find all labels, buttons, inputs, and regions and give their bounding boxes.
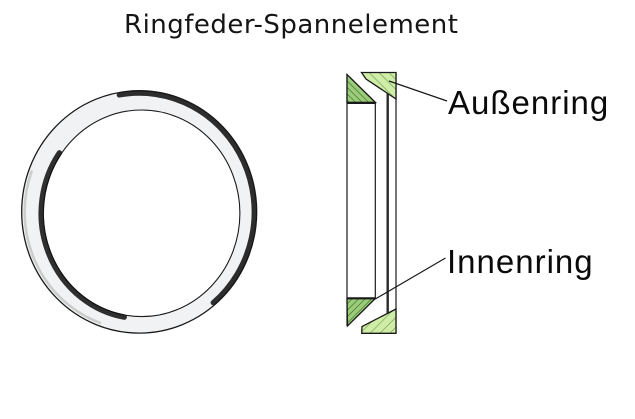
outer-ring-section-top xyxy=(360,71,397,101)
ring-front-view xyxy=(21,90,258,334)
ring-inner-edge xyxy=(42,109,241,318)
leader-line-innenring xyxy=(374,257,446,300)
ring-shadow-inner-bottomleft xyxy=(38,150,127,320)
ring-shadow-outer-topright xyxy=(116,90,257,306)
label-innenring: Innenring xyxy=(447,243,594,280)
outer-ring-elevation-outline xyxy=(361,72,397,334)
inner-ring-elevation-outline xyxy=(346,74,376,326)
ring-shade-outer-bottomleft xyxy=(23,170,102,325)
outer-ring-section-bottom xyxy=(361,307,397,334)
ring-section-view xyxy=(346,71,448,334)
label-aussenring: Außenring xyxy=(448,84,610,121)
diagram-title: Ringfeder-Spannelement xyxy=(124,10,459,40)
leader-line-aussenring xyxy=(388,80,448,102)
